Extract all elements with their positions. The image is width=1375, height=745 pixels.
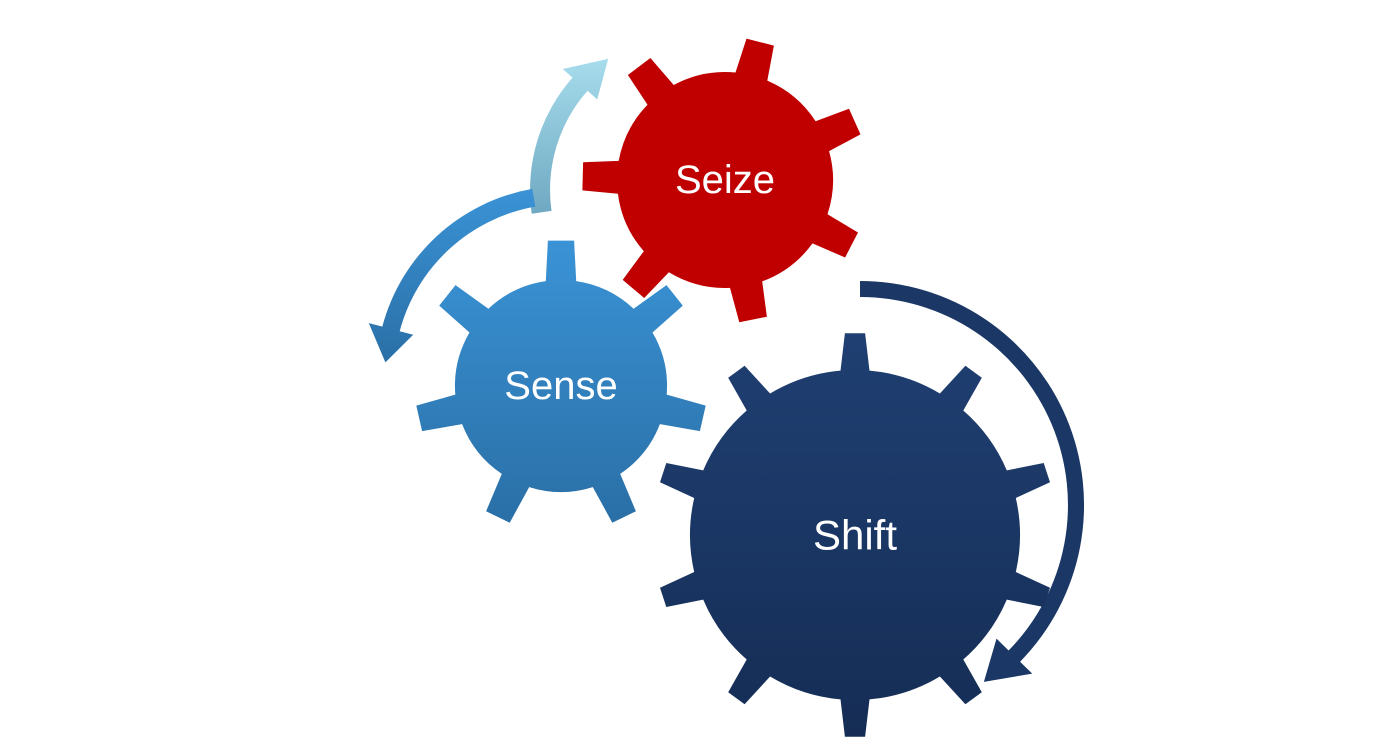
sense-gear-label: Sense [504, 364, 617, 408]
shift-gear-label: Shift [813, 512, 897, 559]
sense-gear: Sense [416, 240, 706, 523]
shift-gear: Shift [660, 333, 1050, 737]
arrow-to-seize [530, 58, 609, 214]
seize-gear: Seize [582, 38, 861, 323]
seize-gear-label: Seize [675, 158, 775, 202]
shift-gear-shape [660, 333, 1050, 737]
arrow-to-sense [368, 188, 536, 363]
seize-gear-shape [582, 38, 861, 323]
arrow-around-shift [860, 281, 1085, 682]
sense-gear-shape [416, 240, 706, 523]
